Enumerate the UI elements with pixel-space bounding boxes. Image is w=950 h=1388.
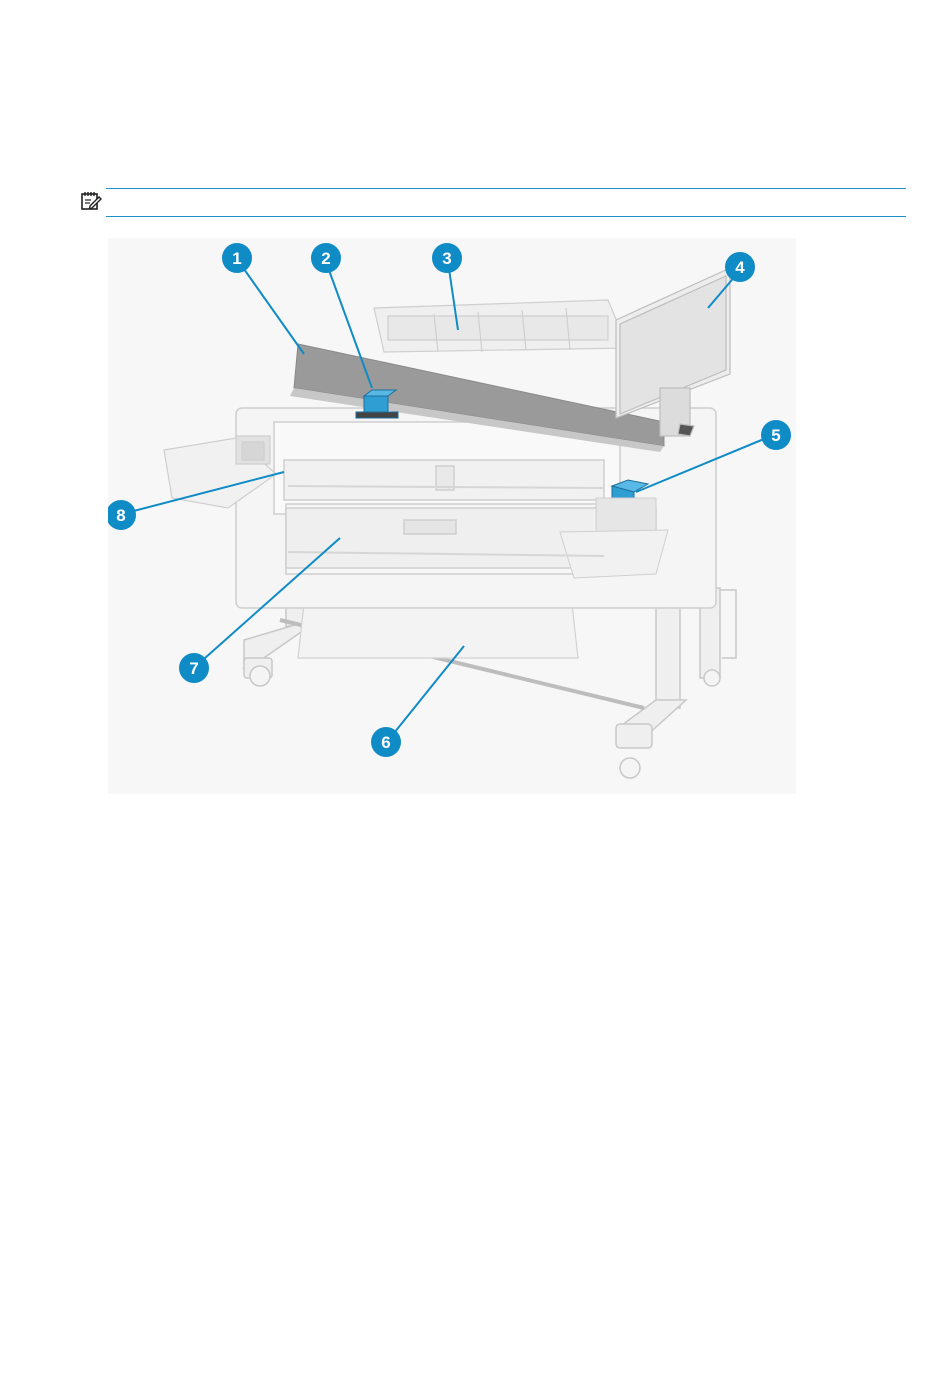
svg-text:2: 2 <box>321 249 330 268</box>
svg-text:3: 3 <box>442 249 451 268</box>
svg-text:1: 1 <box>232 249 241 268</box>
note-rule-top <box>106 188 906 189</box>
callout-3: 3 <box>432 243 462 273</box>
svg-text:5: 5 <box>771 426 780 445</box>
svg-text:7: 7 <box>189 659 198 678</box>
printer-drawing: 1 2 3 4 5 6 7 8 <box>108 238 796 794</box>
svg-text:4: 4 <box>735 258 745 277</box>
note-icon <box>80 190 102 212</box>
callout-4: 4 <box>725 252 755 282</box>
stacker-upper <box>374 300 628 352</box>
svg-text:8: 8 <box>116 506 125 525</box>
callout-1: 1 <box>222 243 252 273</box>
callout-6: 6 <box>371 727 401 757</box>
svg-text:6: 6 <box>381 733 390 752</box>
callout-2: 2 <box>311 243 341 273</box>
note-rule-bottom <box>106 216 906 217</box>
callout-7: 7 <box>179 653 209 683</box>
note-bar <box>80 186 906 218</box>
printer-illustration: 1 2 3 4 5 6 7 8 <box>108 238 796 794</box>
callout-5: 5 <box>761 420 791 450</box>
